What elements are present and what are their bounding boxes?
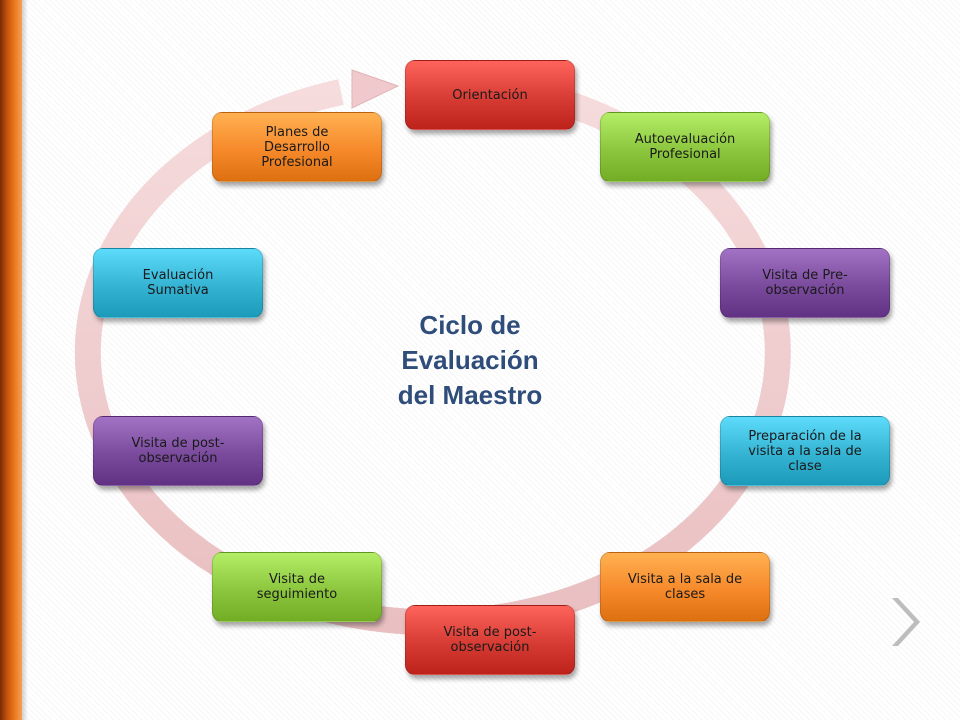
cycle-step-box: Visita de seguimiento bbox=[212, 552, 382, 622]
cycle-step-box: Visita de Pre- observación bbox=[720, 248, 890, 318]
cycle-step-label: Visita de Pre- observación bbox=[762, 268, 848, 298]
cycle-step-label: Visita de post- observación bbox=[443, 625, 537, 655]
cycle-step-box: Orientación bbox=[405, 60, 575, 130]
diagram-title: Ciclo de Evaluación del Maestro bbox=[397, 310, 543, 410]
cycle-step-label: Autoevaluación Profesional bbox=[634, 132, 736, 162]
cycle-step-label: Orientación bbox=[452, 87, 528, 103]
cycle-step-box: Preparación de la visita a la sala de cl… bbox=[720, 416, 890, 486]
cycle-step-label: Visita a la sala de clases bbox=[627, 572, 743, 602]
cycle-step-box: Visita de post- observación bbox=[93, 416, 263, 486]
cycle-arrow-head bbox=[351, 69, 400, 109]
cycle-step-label: Visita de seguimiento bbox=[256, 572, 338, 602]
cycle-step-box: Planes de Desarrollo Profesional bbox=[212, 112, 382, 182]
chevron-right-icon[interactable] bbox=[884, 592, 924, 652]
cycle-step-label: Evaluación Sumativa bbox=[142, 268, 214, 298]
cycle-step-box: Evaluación Sumativa bbox=[93, 248, 263, 318]
cycle-step-box: Autoevaluación Profesional bbox=[600, 112, 770, 182]
cycle-step-box: Visita de post- observación bbox=[405, 605, 575, 675]
accent-side-bar bbox=[0, 0, 22, 720]
cycle-step-label: Planes de Desarrollo Profesional bbox=[261, 124, 333, 170]
cycle-step-label: Preparación de la visita a la sala de cl… bbox=[748, 428, 862, 474]
cycle-step-box: Visita a la sala de clases bbox=[600, 552, 770, 622]
accent-side-bar-shadow bbox=[22, 0, 28, 720]
cycle-step-label: Visita de post- observación bbox=[131, 436, 225, 466]
